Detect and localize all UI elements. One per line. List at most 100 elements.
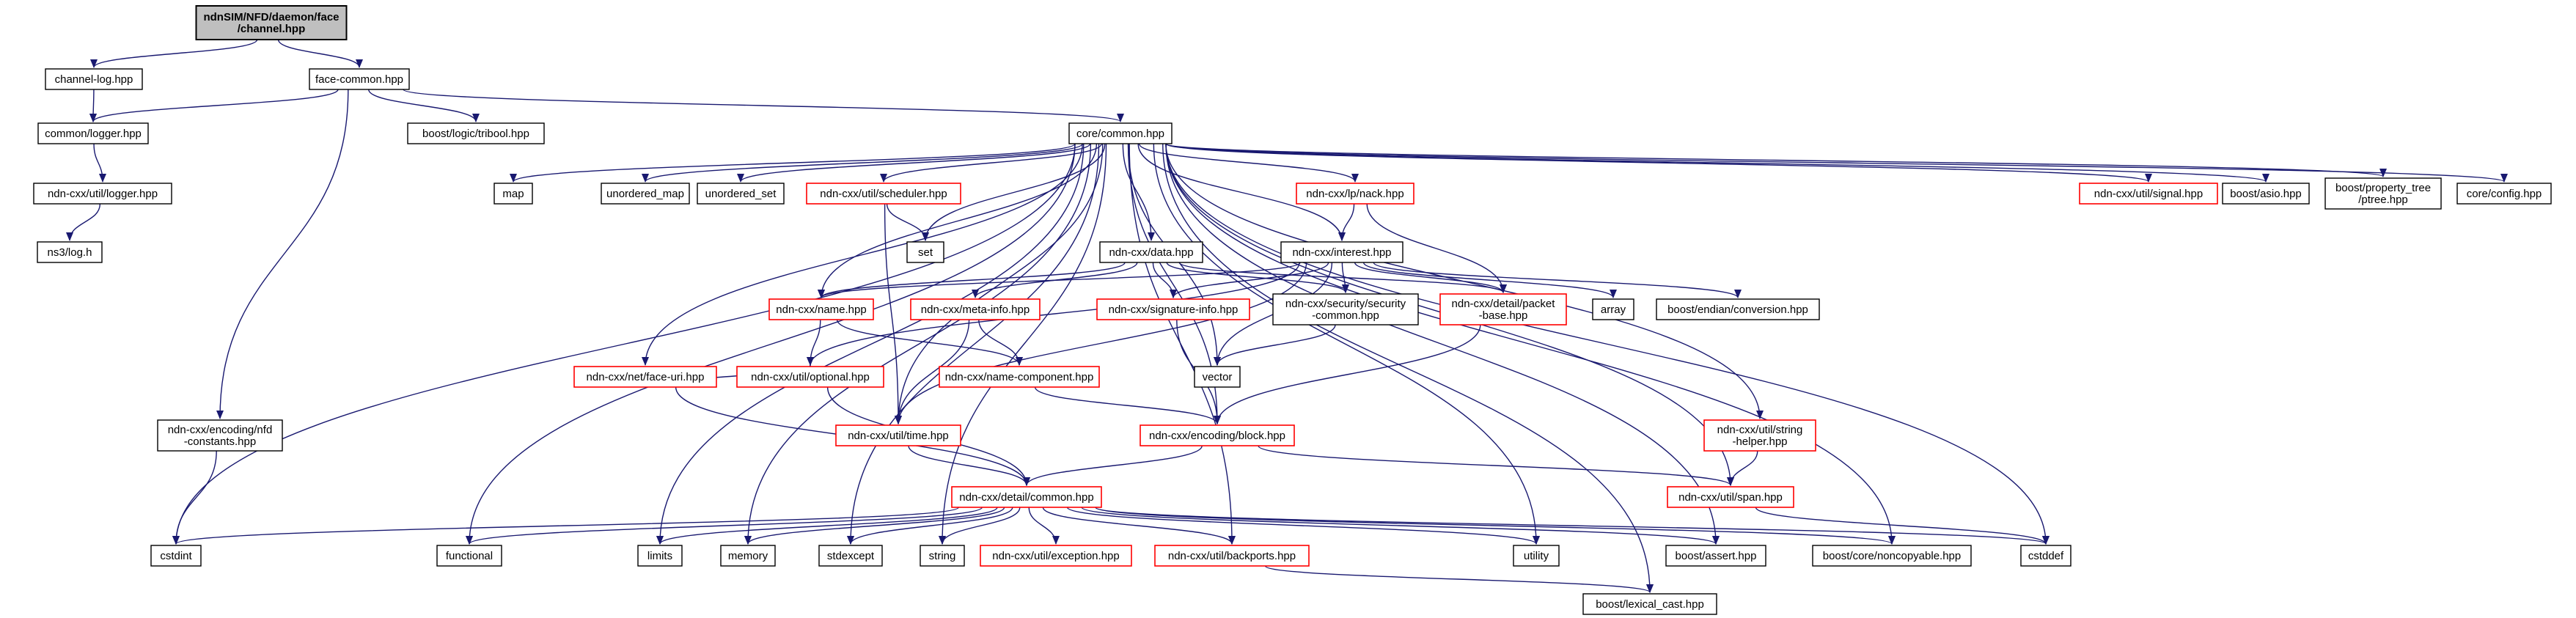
edge-detail-common-exception [1028,507,1060,545]
node-label: channel-log.hpp [55,73,133,86]
node-map[interactable]: map [493,183,533,205]
node-memory[interactable]: memory [720,545,776,567]
node-backports[interactable]: ndn-cxx/util/backports.hpp [1154,545,1310,567]
node-unordered-set[interactable]: unordered_set [697,183,785,205]
node-label: ndn-cxx/util/time.hpp [848,430,949,442]
edge-core-common-limits [656,143,1085,545]
node-ns3-log[interactable]: ns3/log.h [37,241,103,263]
node-interest[interactable]: ndn-cxx/interest.hpp [1280,241,1403,263]
node-box [1099,241,1203,263]
node-cstddef[interactable]: cstddef [2020,545,2072,567]
node-functional[interactable]: functional [436,545,502,567]
node-box [1439,293,1567,325]
node-box [601,183,690,205]
node-vector[interactable]: vector [1194,366,1241,388]
node-label: unordered_map [606,188,684,200]
node-signal[interactable]: ndn-cxx/util/signal.hpp [2079,183,2218,205]
node-signature-info[interactable]: ndn-cxx/signature-info.hpp [1096,298,1250,320]
node-data[interactable]: ndn-cxx/data.hpp [1099,241,1203,263]
node-tribool[interactable]: boost/logic/tribool.hpp [407,122,545,144]
node-label: ndn-cxx/util/exception.hpp [992,550,1119,562]
node-nack[interactable]: ndn-cxx/lp/nack.hpp [1296,183,1414,205]
node-core-common[interactable]: core/common.hpp [1068,122,1173,144]
node-box [1280,241,1403,263]
node-label: ndn-cxx/data.hpp [1109,246,1193,259]
node-limits[interactable]: limits [637,545,683,567]
node-box [920,545,965,567]
node-span[interactable]: ndn-cxx/util/span.hpp [1667,486,1794,508]
edge-data-security-common [1166,262,1349,293]
node-box [407,122,545,144]
edge-nack-interest [1338,203,1355,241]
node-unordered-map[interactable]: unordered_map [601,183,690,205]
node-label: -constants.hpp [184,435,256,448]
node-boost-assert[interactable]: boost/assert.hpp [1665,545,1766,567]
node-box [1667,486,1794,508]
node-util-logger[interactable]: ndn-cxx/util/logger.hpp [33,183,172,205]
node-block[interactable]: ndn-cxx/encoding/block.hpp [1140,424,1295,446]
edge-detail-common-memory [744,507,1005,545]
node-box [37,241,103,263]
node-core-config[interactable]: core/config.hpp [2456,183,2552,205]
node-label: boost/logic/tribool.hpp [422,128,529,140]
node-optional[interactable]: ndn-cxx/util/optional.hpp [736,366,884,388]
node-scheduler[interactable]: ndn-cxx/util/scheduler.hpp [806,183,961,205]
edge-detail-common-backports [1042,507,1236,545]
node-security-common[interactable]: ndn-cxx/security/security-common.hpp [1272,293,1419,325]
node-label: map [502,188,524,200]
node-name[interactable]: ndn-cxx/name.hpp [768,298,874,320]
node-label: -helper.hpp [1732,435,1787,448]
node-stdexcept[interactable]: stdexcept [818,545,883,567]
node-lexical-cast[interactable]: boost/lexical_cast.hpp [1582,593,1717,615]
node-label: ndn-cxx/detail/packet [1452,298,1556,310]
node-face-uri[interactable]: ndn-cxx/net/face-uri.hpp [573,366,717,388]
node-string[interactable]: string [920,545,965,567]
edge-detail-common-cstddef [1095,507,2050,545]
node-box [1592,298,1634,320]
node-endian-conversion[interactable]: boost/endian/conversion.hpp [1656,298,1820,320]
node-meta-info[interactable]: ndn-cxx/meta-info.hpp [910,298,1041,320]
node-box [1513,545,1560,567]
node-box [1582,593,1717,615]
node-detail-common[interactable]: ndn-cxx/detail/common.hpp [951,486,1102,508]
edge-channel-log-common-logger [89,89,98,122]
node-common-logger[interactable]: common/logger.hpp [37,122,149,144]
node-cstdint[interactable]: cstdint [150,545,202,567]
node-label: ndn-cxx/util/backports.hpp [1168,550,1296,562]
node-label: boost/core/noncopyable.hpp [1823,550,1961,562]
edge-core-common-cstdint [172,143,1076,545]
node-box [436,545,502,567]
node-box [573,366,717,388]
node-string-helper[interactable]: ndn-cxx/util/string-helper.hpp [1703,419,1816,452]
node-boost-asio[interactable]: boost/asio.hpp [2222,183,2310,205]
node-noncopyable[interactable]: boost/core/noncopyable.hpp [1812,545,1972,567]
edge-face-common-common-logger [89,89,339,122]
node-name-component[interactable]: ndn-cxx/name-component.hpp [939,366,1100,388]
node-root[interactable]: ndnSIM/NFD/daemon/face/channel.hpp [195,5,348,40]
node-nfd-constants[interactable]: ndn-cxx/encoding/nfd-constants.hpp [157,419,283,452]
node-face-common[interactable]: face-common.hpp [309,68,410,90]
edge-core-common-noncopyable [1165,143,1896,545]
node-packet-base[interactable]: ndn-cxx/detail/packet-base.hpp [1439,293,1567,325]
edge-core-common-cstddef [1165,143,2050,545]
node-label: memory [728,550,768,562]
node-utility[interactable]: utility [1513,545,1560,567]
edge-core-common-face-uri [642,143,1083,366]
node-box [1096,298,1250,320]
node-box [309,68,410,90]
node-label: /ptree.hpp [2358,194,2408,206]
node-time[interactable]: ndn-cxx/util/time.hpp [835,424,961,446]
node-box [1194,366,1241,388]
node-label: cstdint [160,550,192,562]
node-channel-log[interactable]: channel-log.hpp [45,68,143,90]
node-box [2324,177,2442,210]
node-label: utility [1524,550,1549,562]
edge-core-common-unordered-map [642,143,1083,183]
node-set[interactable]: set [906,241,944,263]
node-exception[interactable]: ndn-cxx/util/exception.hpp [980,545,1132,567]
node-label: array [1601,304,1626,316]
node-array[interactable]: array [1592,298,1634,320]
node-ptree[interactable]: boost/property_tree/ptree.hpp [2324,177,2442,210]
node-box [835,424,961,446]
